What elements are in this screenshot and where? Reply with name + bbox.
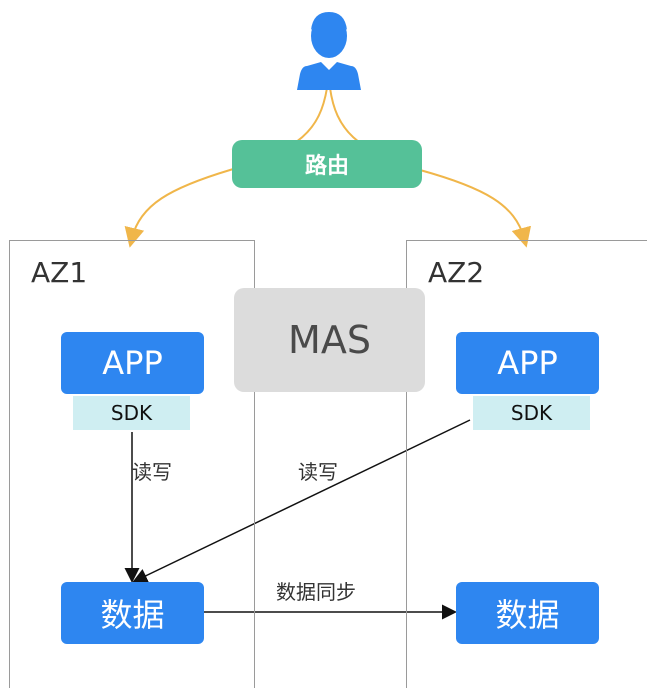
az1-sdk-label: SDK xyxy=(110,401,153,425)
routing-box: 路由 xyxy=(232,140,422,188)
az2-zone xyxy=(406,240,647,688)
user-icon xyxy=(297,12,361,90)
cross-readwrite-label: 读写 xyxy=(298,460,338,484)
route-line-left xyxy=(124,87,328,248)
mas-label: MAS xyxy=(288,318,371,362)
az1-sdk-box: SDK xyxy=(73,396,190,430)
data-sync-label: 数据同步 xyxy=(276,580,356,604)
az1-app-label: APP xyxy=(102,344,163,382)
az1-app-box: APP xyxy=(61,332,204,394)
az2-app-label: APP xyxy=(497,344,558,382)
az2-sdk-label: SDK xyxy=(510,401,553,425)
az2-data-box: 数据 xyxy=(456,582,599,644)
az1-data-box: 数据 xyxy=(61,582,204,644)
routing-label: 路由 xyxy=(304,154,349,179)
az2-app-box: APP xyxy=(456,332,599,394)
az2-data-label: 数据 xyxy=(495,596,560,634)
az1-readwrite-label: 读写 xyxy=(132,460,172,484)
cross-readwrite-arrow xyxy=(132,419,471,583)
az2-label: AZ2 xyxy=(428,256,485,289)
az1-zone xyxy=(9,240,255,688)
mas-box: MAS xyxy=(234,288,425,392)
az1-label: AZ1 xyxy=(31,256,88,289)
az2-sdk-box: SDK xyxy=(473,396,590,430)
az1-data-label: 数据 xyxy=(100,596,165,634)
